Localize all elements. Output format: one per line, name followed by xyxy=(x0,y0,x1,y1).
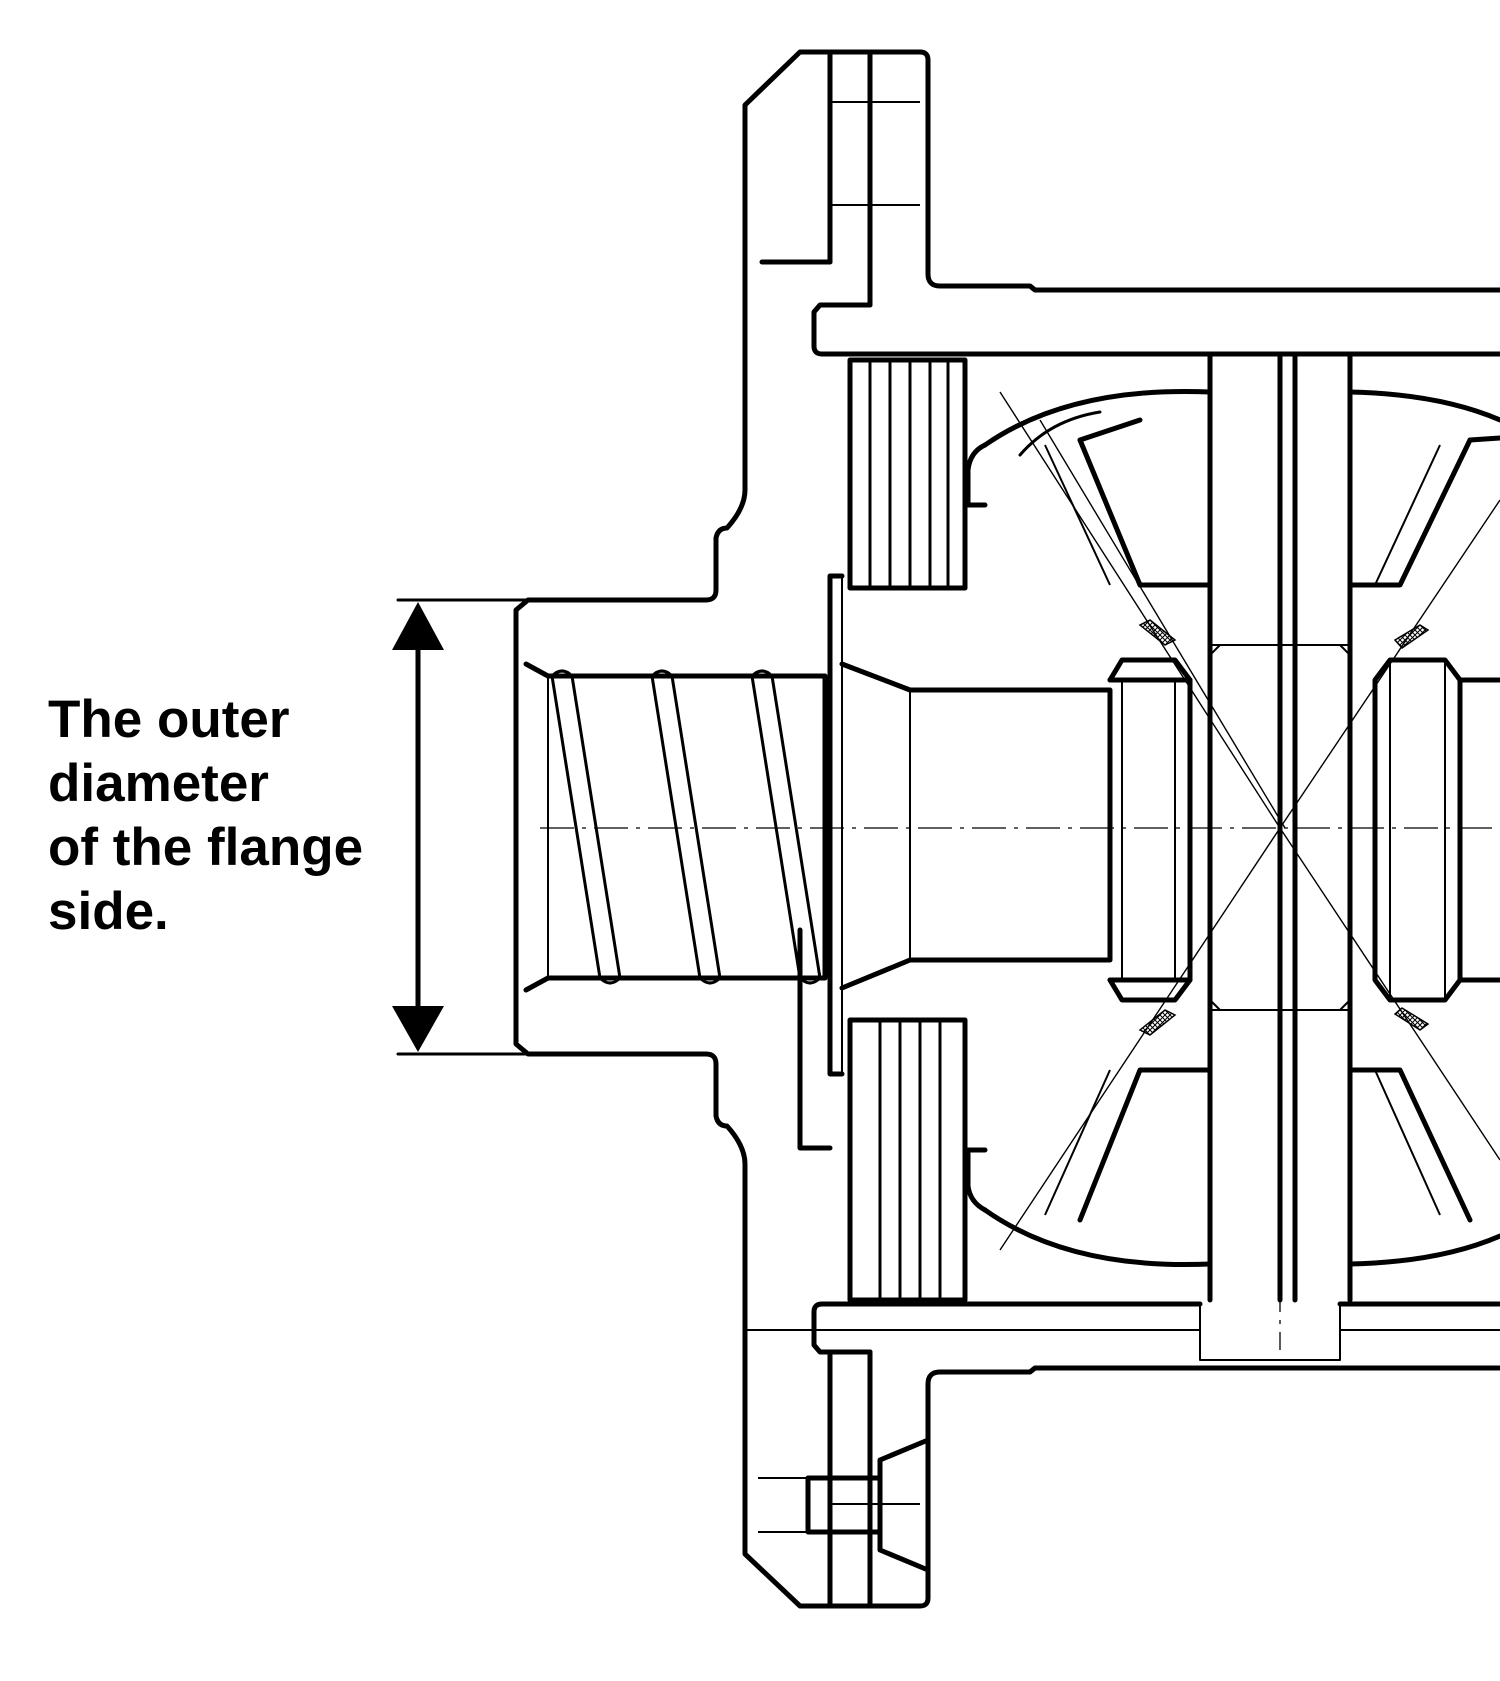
annotation-line-4: side. xyxy=(48,882,169,941)
threaded-nose xyxy=(523,573,845,1151)
annotation-line-1: The outer xyxy=(48,690,290,749)
annotation-line-2: diameter xyxy=(48,754,269,813)
differential-case xyxy=(965,351,1500,1303)
flange-bolt xyxy=(758,1437,931,1573)
arrowhead-top xyxy=(392,602,444,650)
dimension-annotation: The outer diameter of the flange side. xyxy=(48,688,408,944)
clutch-plates-upper xyxy=(847,357,968,591)
bore-section xyxy=(839,657,1500,1003)
annotation-line-3: of the flange xyxy=(48,818,364,877)
centerlines xyxy=(540,360,1500,1350)
dimension-arrow xyxy=(392,598,530,1056)
clutch-plates-lower xyxy=(847,1017,968,1303)
arrowhead-bottom xyxy=(392,1006,444,1052)
